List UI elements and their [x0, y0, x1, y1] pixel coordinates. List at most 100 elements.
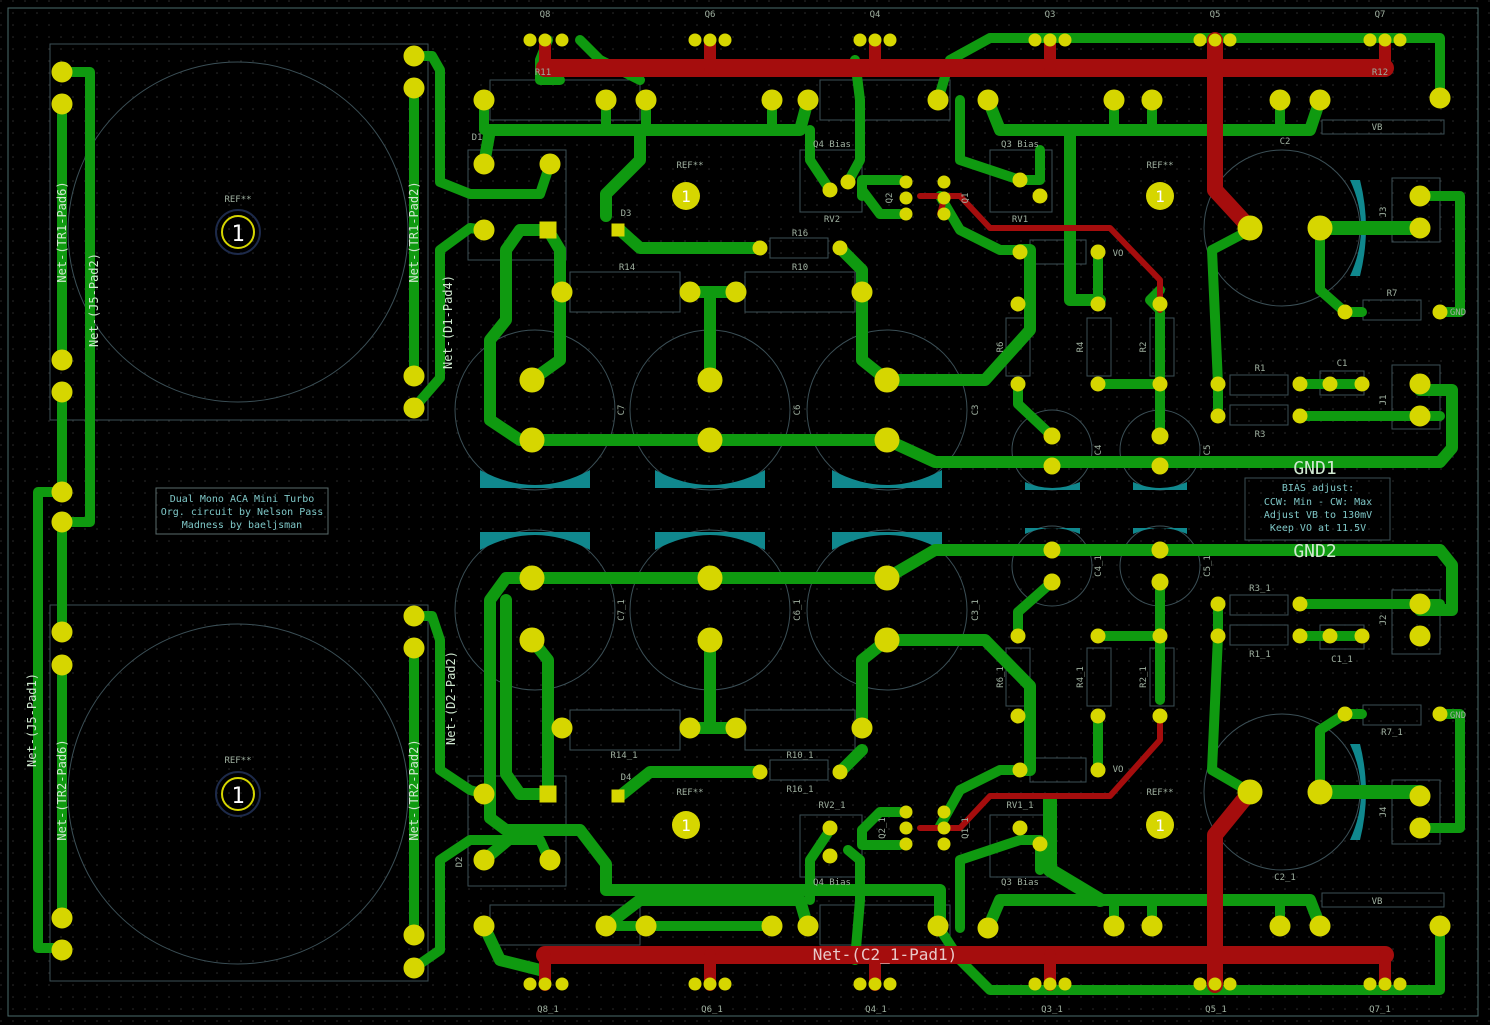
- ref-r11: R11: [535, 68, 551, 78]
- bias-note-line-2: CCW: Min - CW: Max: [1264, 497, 1372, 508]
- front-copper-traces: [33, 33, 1465, 995]
- ref-r7-1: R7_1: [1381, 728, 1403, 738]
- ref-r2: R2: [1139, 342, 1149, 353]
- transformer-tr1-outline: [49, 43, 429, 421]
- ref-q6-1: Q6_1: [701, 1005, 723, 1015]
- capacitor-polarity-marks: [480, 180, 1366, 840]
- bias-note-line-1: BIAS adjust:: [1282, 483, 1354, 494]
- mounting-holes: [215, 182, 1174, 839]
- ref-r16: R16: [792, 229, 808, 239]
- ref-r4-1: R4_1: [1076, 666, 1086, 688]
- ref-r6: R6: [996, 342, 1006, 353]
- ref-rv2-1: RV2_1: [818, 801, 845, 811]
- net-label-j5-pad1: Net-(J5-Pad1): [25, 673, 39, 767]
- ref-q6: Q6: [705, 10, 716, 20]
- ref-d1: D1: [472, 133, 483, 143]
- ref-q1-1: Q1_1: [961, 817, 971, 839]
- net-label-j5-pad2: Net-(J5-Pad2): [87, 253, 101, 347]
- ref-c1-1: C1_1: [1331, 655, 1353, 665]
- ref-r10: R10: [792, 263, 808, 273]
- net-label-tr1-pad6: Net-(TR1-Pad6): [55, 181, 69, 282]
- net-label-tr2-pad6: Net-(TR2-Pad6): [55, 739, 69, 840]
- ref-label: REF**: [1146, 161, 1173, 171]
- ref-q4-1: Q4_1: [865, 1005, 887, 1015]
- ref-q2: Q2: [885, 193, 895, 204]
- ref-label: REF**: [224, 195, 251, 205]
- ref-r1-1: R1_1: [1249, 650, 1271, 660]
- ref-c3: C3: [971, 405, 981, 416]
- title-line-3: Madness by baeljsman: [182, 520, 302, 531]
- ref-vb-bottom: VB: [1372, 897, 1383, 907]
- ref-r1: R1: [1255, 364, 1266, 374]
- net-c2-1-pad1-label: Net-(C2_1-Pad1): [813, 945, 958, 964]
- ref-d3: D3: [621, 209, 632, 219]
- ref-c6: C6: [793, 405, 803, 416]
- net-label-d2-pad2: Net-(D2-Pad2): [444, 651, 458, 745]
- mount-hole-tr2-label: 1: [231, 784, 244, 809]
- ref-c2: C2: [1280, 137, 1291, 147]
- mount-hole-2-label: 1: [1155, 187, 1165, 206]
- ref-r14: R14: [619, 263, 635, 273]
- ref-q4-bias: Q4 Bias: [813, 140, 851, 150]
- bias-note-line-3: Adjust VB to 130mV: [1264, 510, 1372, 521]
- ref-q5-1: Q5_1: [1205, 1005, 1227, 1015]
- ref-c5-1: C5_1: [1203, 555, 1213, 577]
- ref-c5: C5: [1203, 445, 1213, 456]
- ref-r10-1: R10_1: [786, 751, 813, 761]
- ref-vo-top: VO: [1113, 249, 1124, 259]
- ref-rv2: RV2: [824, 215, 840, 225]
- ref-q3: Q3: [1045, 10, 1056, 20]
- mount-hole-3-label: 1: [681, 816, 691, 835]
- transformer-tr2-outline: [49, 604, 429, 982]
- ref-c4: C4: [1094, 445, 1104, 456]
- gnd1-label: GND1: [1293, 458, 1336, 479]
- ref-r6-1: R6_1: [996, 666, 1006, 688]
- ref-c6-1: C6_1: [793, 599, 803, 621]
- title-block-outline: [155, 487, 329, 535]
- ref-r14-1: R14_1: [610, 751, 637, 761]
- ref-q4-bias-1: Q4 Bias: [813, 878, 851, 888]
- bias-note-line-4: Keep VO at 11.5V: [1270, 523, 1366, 534]
- ref-q3-1: Q3_1: [1041, 1005, 1063, 1015]
- net-label-d1-pad4: Net-(D1-Pad4): [441, 275, 455, 369]
- ref-r3: R3: [1255, 430, 1266, 440]
- ref-r2-1: R2_1: [1139, 666, 1149, 688]
- ref-c7-1: C7_1: [617, 599, 627, 621]
- mount-hole-1-label: 1: [681, 187, 691, 206]
- ref-r16-1: R16_1: [786, 785, 813, 795]
- ref-label: REF**: [676, 788, 703, 798]
- ref-r12: R12: [1372, 68, 1388, 78]
- ref-gnd-top: GND: [1450, 308, 1466, 318]
- ref-j2: J2: [1379, 615, 1389, 626]
- ref-q7-1: Q7_1: [1369, 1005, 1391, 1015]
- ref-q8-1: Q8_1: [537, 1005, 559, 1015]
- ref-q3-bias-1: Q3 Bias: [1001, 878, 1039, 888]
- ref-q5: Q5: [1210, 10, 1221, 20]
- mount-hole-4-label: 1: [1155, 816, 1165, 835]
- board-outline: [7, 7, 1479, 1017]
- ref-c7: C7: [617, 405, 627, 416]
- ref-gnd-bottom: GND: [1450, 711, 1466, 721]
- ref-r7: R7: [1387, 289, 1398, 299]
- ref-label: REF**: [224, 756, 251, 766]
- ref-q1: Q1: [961, 193, 971, 204]
- ref-rv1: RV1: [1012, 215, 1028, 225]
- ref-q4: Q4: [870, 10, 881, 20]
- ref-c3-1: C3_1: [971, 599, 981, 621]
- ref-q2-1: Q2_1: [878, 817, 888, 839]
- ref-label: REF**: [1146, 788, 1173, 798]
- mount-hole-tr1-label: 1: [231, 222, 244, 247]
- title-line-2: Org. circuit by Nelson Pass: [161, 507, 324, 518]
- ref-r4: R4: [1076, 342, 1086, 353]
- ref-c4-1: C4_1: [1094, 555, 1104, 577]
- ref-label: REF**: [676, 161, 703, 171]
- ref-c2-1: C2_1: [1274, 873, 1296, 883]
- ref-vb-top: VB: [1372, 123, 1383, 133]
- net-label-tr2-pad2: Net-(TR2-Pad2): [407, 739, 421, 840]
- ref-j3: J3: [1379, 207, 1389, 218]
- through-hole-pads: [51, 33, 1451, 991]
- ref-q7: Q7: [1375, 10, 1386, 20]
- ref-d2: D2: [455, 857, 465, 868]
- title-line-1: Dual Mono ACA Mini Turbo: [170, 494, 315, 505]
